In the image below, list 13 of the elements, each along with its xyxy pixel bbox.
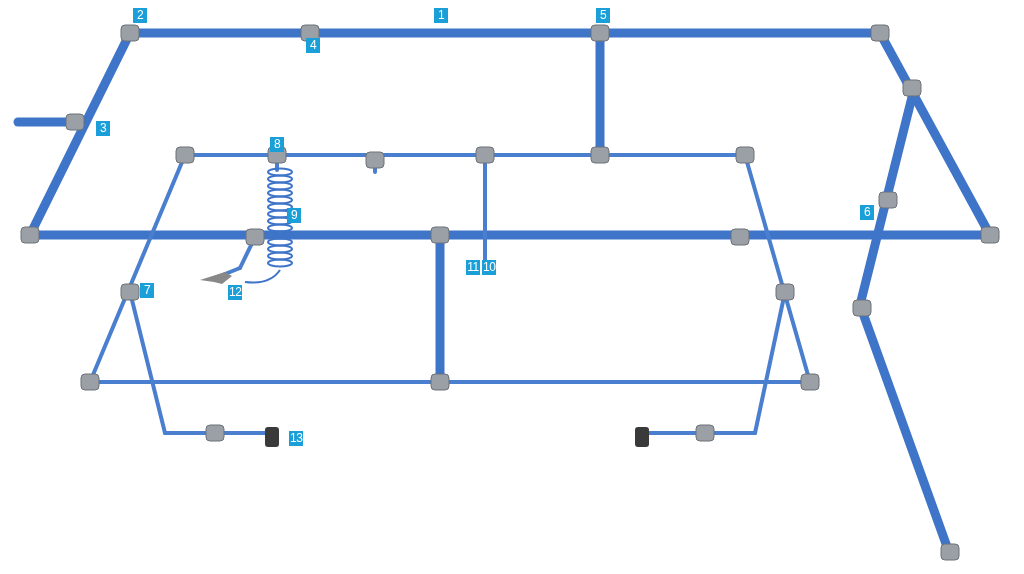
callout-number: 13 xyxy=(289,431,304,446)
callout-number: 3 xyxy=(96,121,110,136)
callout-number: 6 xyxy=(860,205,874,220)
callout-number: 1 xyxy=(434,8,448,23)
callout-number: 9 xyxy=(287,208,301,223)
callout-number: 11 xyxy=(466,260,480,275)
callout-number: 5 xyxy=(596,8,610,23)
callout-number: 2 xyxy=(133,8,147,23)
callout-number: 4 xyxy=(306,38,320,53)
callout-number: 12 xyxy=(228,285,243,300)
callout-number: 8 xyxy=(270,137,284,152)
callout-number: 10 xyxy=(482,260,497,275)
callout-number: 7 xyxy=(140,283,154,298)
